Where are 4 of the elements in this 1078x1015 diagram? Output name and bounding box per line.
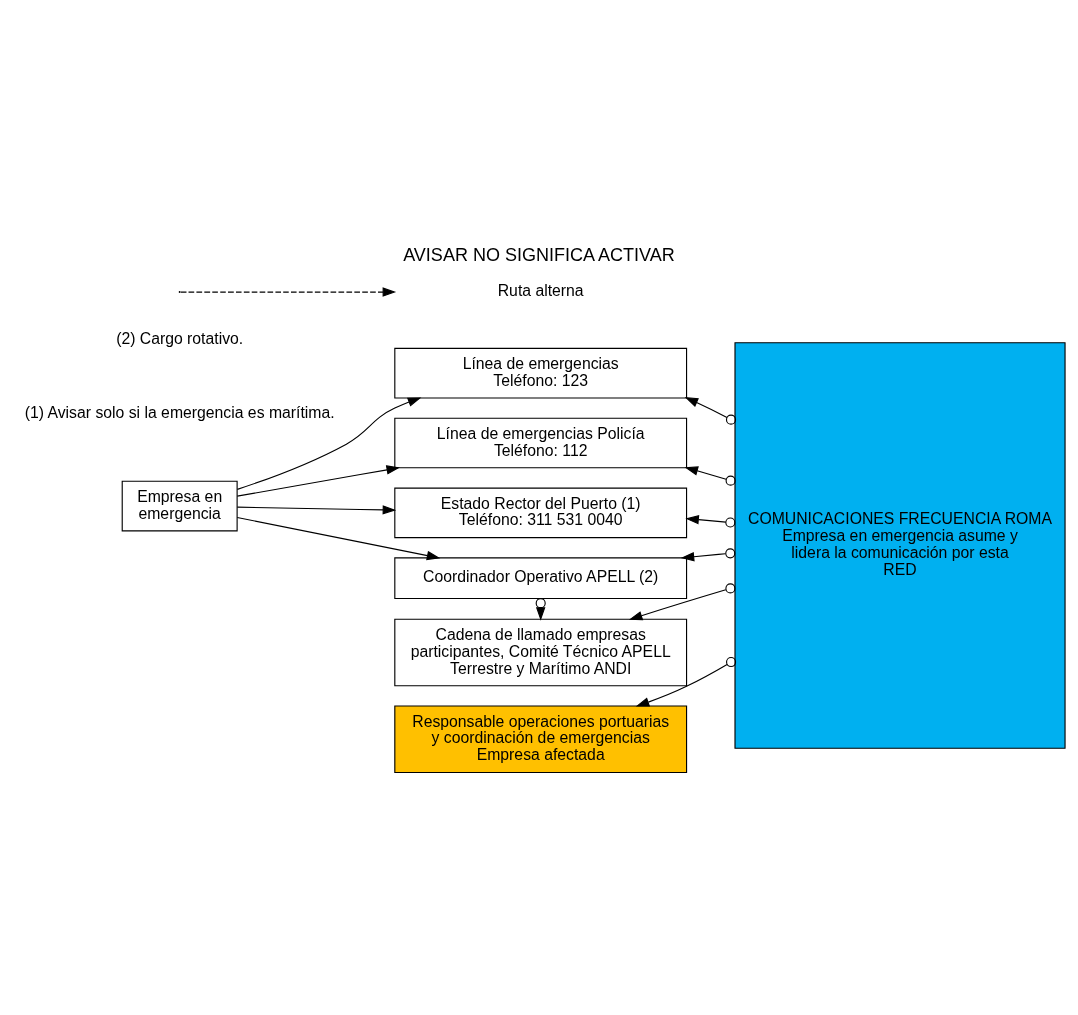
label: (2) Cargo rotativo. [116, 329, 244, 347]
label: (1) Avisar solo si la emergencia es marítima. [24, 403, 335, 421]
legend-label: Ruta alterna [497, 282, 584, 300]
diagram-title: AVISAR NO SIGNIFICA ACTIVAR [403, 245, 675, 266]
